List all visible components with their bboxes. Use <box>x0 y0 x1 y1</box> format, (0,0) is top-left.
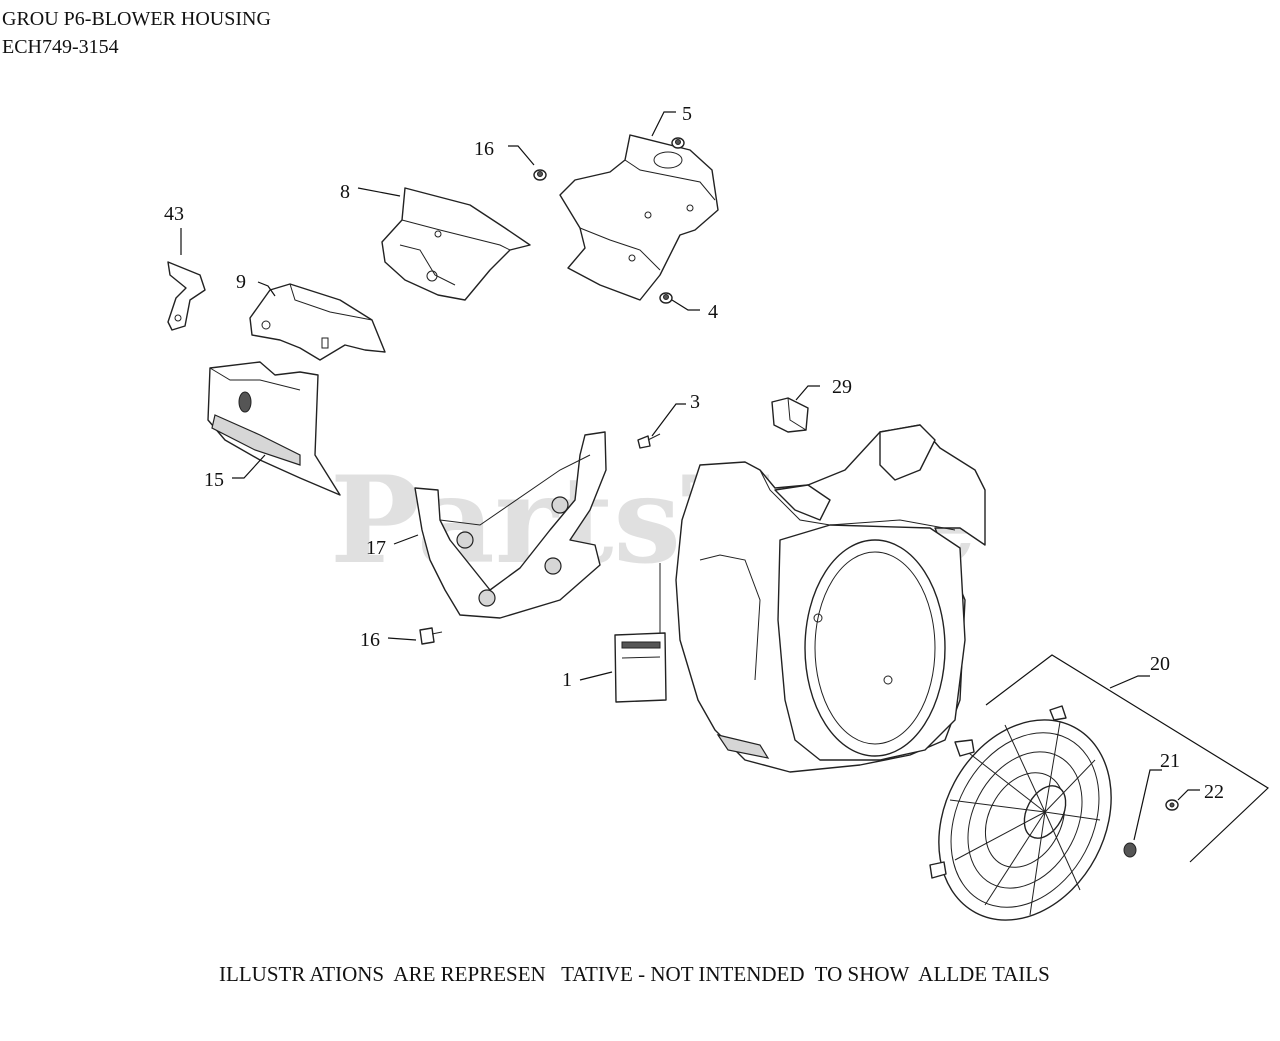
leader-lines <box>180 111 1200 841</box>
part-20-fan-guard[interactable] <box>905 690 1145 951</box>
callout-3: 3 <box>690 391 700 413</box>
callout-20: 20 <box>1150 653 1170 675</box>
callout-16-bottom: 16 <box>360 629 380 651</box>
part-5-shroud[interactable] <box>559 134 719 301</box>
callout-22: 22 <box>1204 781 1224 803</box>
callout-15: 15 <box>204 469 224 491</box>
part-29-knob[interactable] <box>771 397 809 433</box>
part-22-screw[interactable] <box>1165 799 1179 811</box>
part-17-back-plate[interactable] <box>414 431 607 619</box>
part-1-decal[interactable] <box>614 563 667 703</box>
callout-5: 5 <box>682 103 692 125</box>
part-16-screw-top[interactable] <box>533 169 547 181</box>
callout-17: 17 <box>366 537 386 559</box>
callout-21: 21 <box>1160 750 1180 772</box>
callout-16-top: 16 <box>474 138 494 160</box>
callout-9: 9 <box>236 271 246 293</box>
part-15-shroud[interactable] <box>207 361 341 496</box>
model-number: ECH749-3154 <box>2 36 119 58</box>
disclaimer-note: ILLUSTR ATIONS ARE REPRESEN TATIVE - NOT… <box>219 962 1050 986</box>
callout-1: 1 <box>562 669 572 691</box>
part-1-blower-housing[interactable] <box>675 424 986 773</box>
callout-29: 29 <box>832 376 852 398</box>
part-4-screw[interactable] <box>659 292 673 304</box>
part-8-cover[interactable] <box>381 187 531 301</box>
part-5-screw[interactable] <box>671 137 685 149</box>
callout-4: 4 <box>708 301 718 323</box>
part-43-bracket[interactable] <box>167 261 206 331</box>
part-9-baffle[interactable] <box>249 283 386 361</box>
callout-43: 43 <box>164 203 184 225</box>
part-3-screw[interactable] <box>637 433 661 449</box>
diagram-title: GROU P6-BLOWER HOUSING <box>2 8 271 30</box>
part-16-screw-bottom[interactable] <box>419 627 443 645</box>
part-21-screw[interactable] <box>1123 842 1137 858</box>
callout-8: 8 <box>340 181 350 203</box>
